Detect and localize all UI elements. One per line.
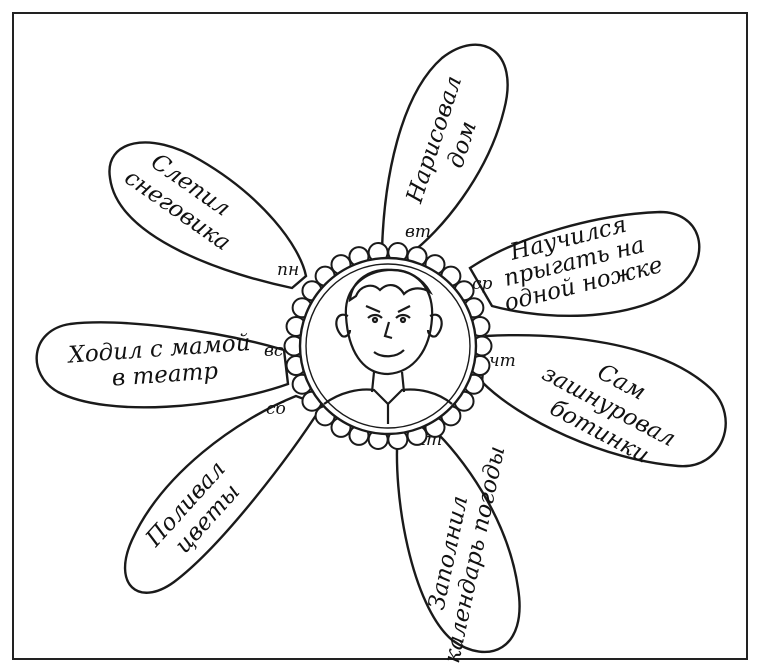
petal-wednesday: Научился прыгать на одной ножке <box>470 206 699 317</box>
day-label-tuesday: вт <box>405 222 431 242</box>
day-label-saturday: сб <box>266 399 287 419</box>
petal-tuesday: Нарисовал дом <box>382 45 508 254</box>
petal-friday: Заполнил календарь погоды <box>397 428 520 666</box>
petal-sunday: Ходил с мамой в театр <box>37 322 288 407</box>
day-label-sunday: вс <box>264 341 284 361</box>
day-label-thursday: чт <box>489 351 516 371</box>
day-label-wednesday: ср <box>472 274 493 294</box>
petal-thursday: Сам зашнуровал ботинки <box>482 335 726 479</box>
petal-saturday: Поливал цветы <box>125 396 322 593</box>
day-label-monday: пн <box>277 260 299 280</box>
